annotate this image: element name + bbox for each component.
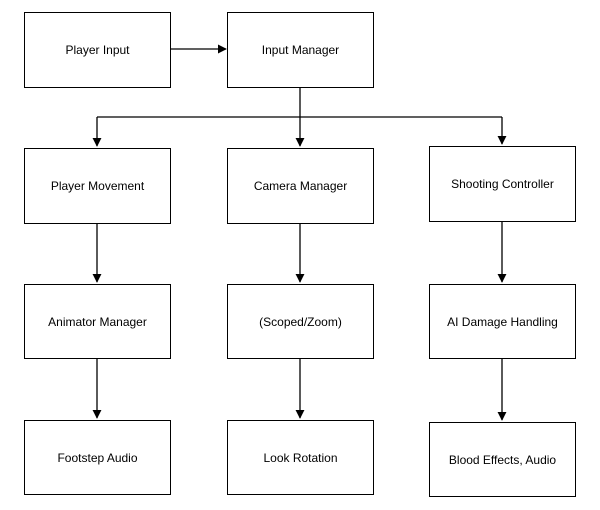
node-player-input: Player Input bbox=[24, 12, 171, 88]
node-label: (Scoped/Zoom) bbox=[259, 314, 342, 329]
node-label: Footstep Audio bbox=[57, 450, 138, 465]
node-shooting-controller: Shooting Controller bbox=[429, 146, 576, 222]
node-label: Input Manager bbox=[261, 43, 340, 57]
node-ai-damage-handling: AI Damage Handling bbox=[429, 284, 576, 359]
node-input-manager: Input Manager bbox=[227, 12, 374, 88]
node-label: Blood Effects, Audio bbox=[448, 452, 557, 467]
node-look-rotation: Look Rotation bbox=[227, 420, 374, 495]
node-label: AI Damage Handling bbox=[447, 314, 558, 329]
node-label: Shooting Controller bbox=[451, 177, 554, 191]
node-label: Player Input bbox=[65, 43, 130, 57]
node-animator-manager: Animator Manager bbox=[24, 284, 171, 359]
node-label: Player Movement bbox=[50, 179, 145, 193]
node-camera-manager: Camera Manager bbox=[227, 148, 374, 224]
node-blood-effects-audio: Blood Effects, Audio bbox=[429, 422, 576, 497]
node-scoped-zoom: (Scoped/Zoom) bbox=[227, 284, 374, 359]
node-label: Animator Manager bbox=[48, 314, 147, 329]
edge-input-manager-branch bbox=[97, 88, 502, 118]
node-player-movement: Player Movement bbox=[24, 148, 171, 224]
node-label: Camera Manager bbox=[253, 179, 348, 193]
node-label: Look Rotation bbox=[263, 450, 338, 465]
node-footstep-audio: Footstep Audio bbox=[24, 420, 171, 495]
